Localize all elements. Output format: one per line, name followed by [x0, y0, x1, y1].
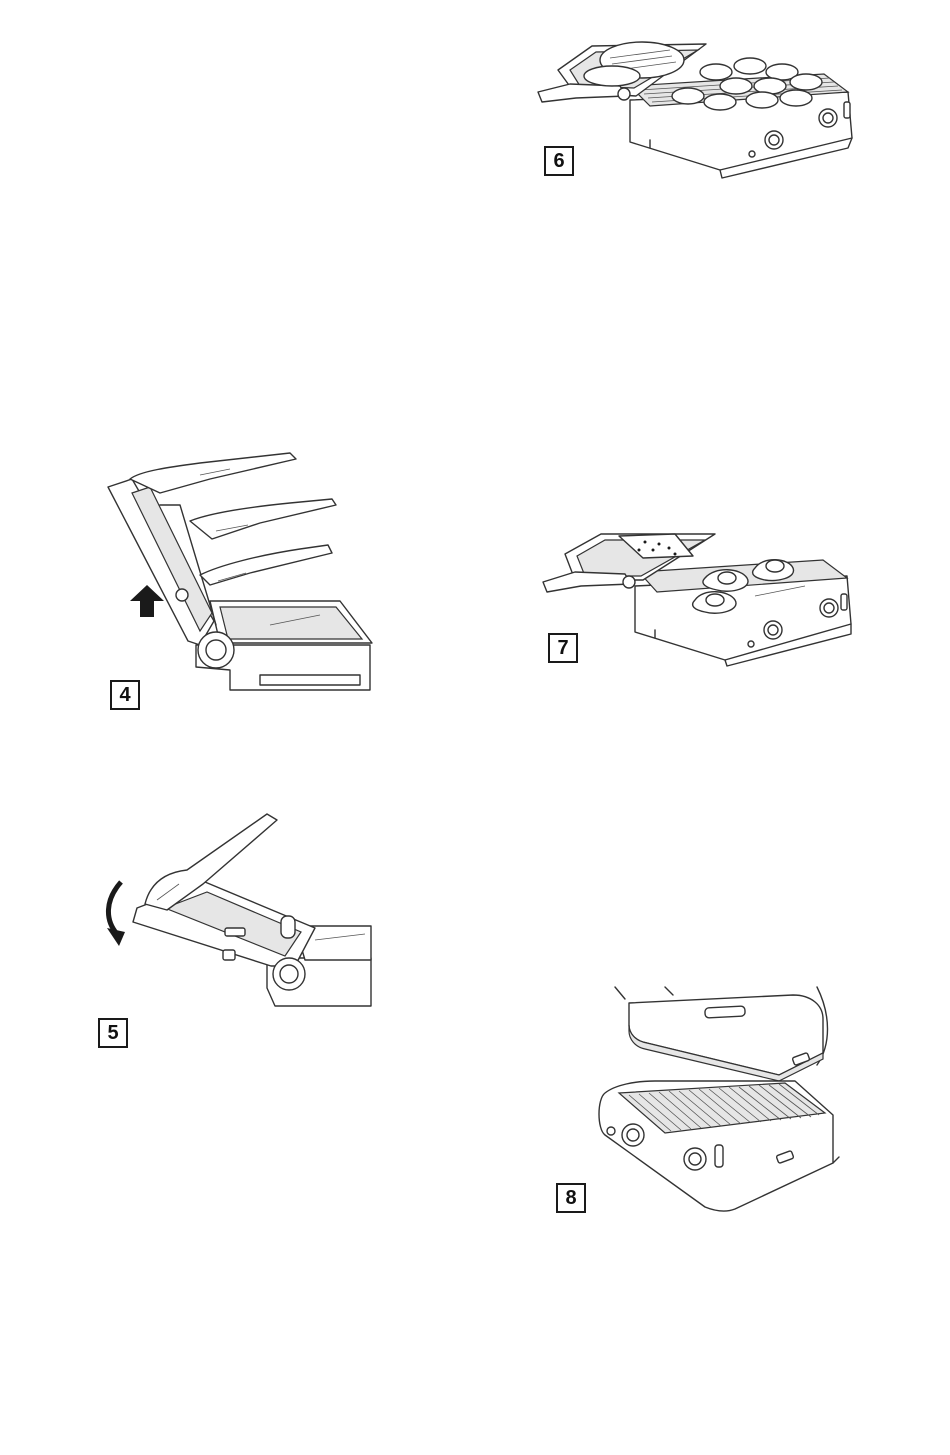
figure-number: 4 — [110, 680, 140, 710]
figure-number: 7 — [548, 633, 578, 663]
grill-raised-lid-illustration — [555, 985, 845, 1215]
figure-4: 4 — [100, 445, 380, 710]
figure-number: 6 — [544, 146, 574, 176]
grill-lifting-plate-illustration — [100, 445, 380, 710]
figure-6: 6 — [530, 20, 860, 190]
figure-7: 7 — [535, 520, 855, 670]
figure-5: 5 — [95, 810, 380, 1050]
figure-8: 8 — [555, 985, 845, 1215]
figure-number: 8 — [556, 1183, 586, 1213]
grill-lowering-plate-illustration — [95, 810, 380, 1050]
grill-open-burgers-illustration — [530, 20, 860, 190]
grill-open-eggs-illustration — [535, 520, 855, 670]
figure-number: 5 — [98, 1018, 128, 1048]
